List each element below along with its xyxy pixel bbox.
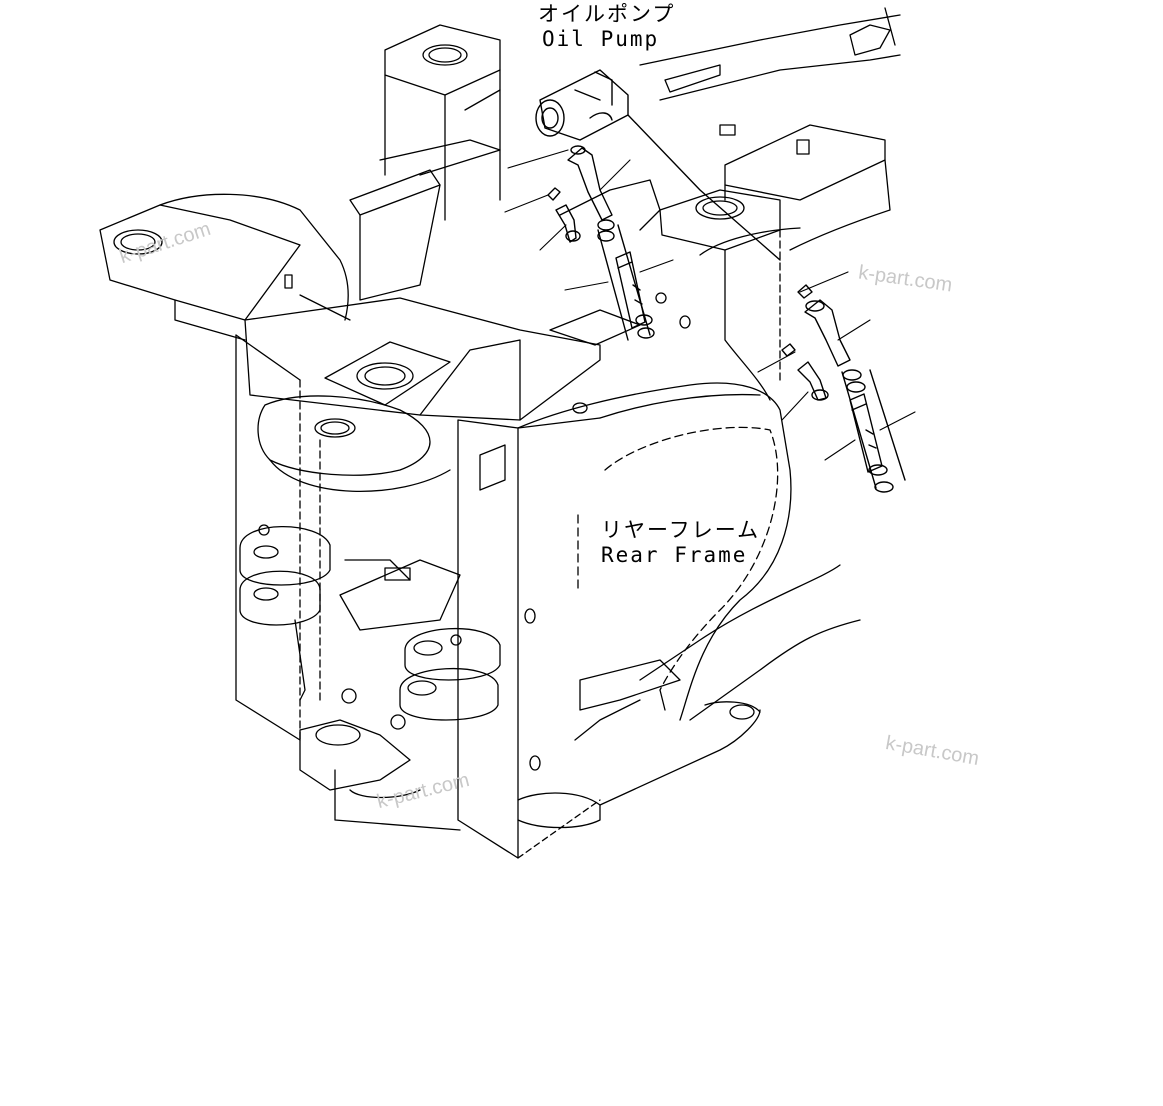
leader-lines: [504, 149, 916, 461]
oil-pump-label-jp: オイルポンプ: [538, 2, 676, 26]
rear-frame-label-jp: リヤーフレーム: [601, 518, 761, 542]
hose-assembly-1: [547, 145, 655, 341]
oil-pump: [535, 69, 781, 261]
rear-frame: [99, 7, 901, 859]
oil-pump-label-en: Oil Pump: [542, 27, 660, 51]
hinge-left: [239, 524, 331, 701]
hinge-right: [399, 628, 501, 721]
hose-assembly-2: [781, 284, 906, 493]
rear-frame-label-en: Rear Frame: [601, 543, 748, 567]
